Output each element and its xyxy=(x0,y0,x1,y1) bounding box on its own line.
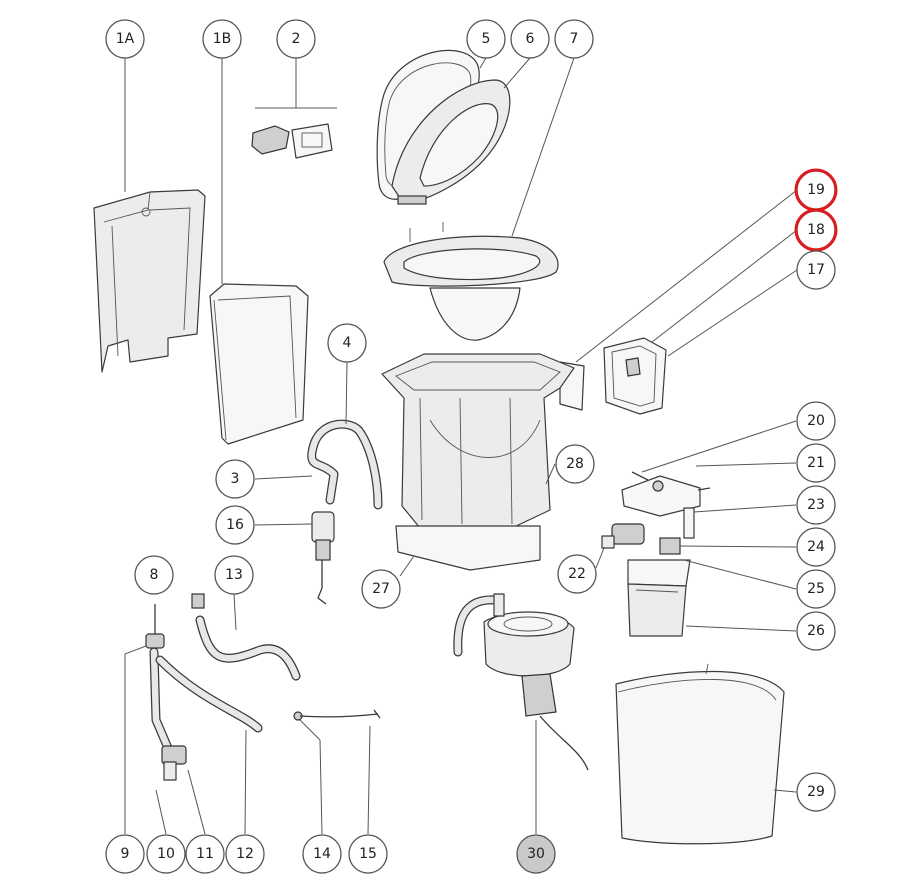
svg-text:30: 30 xyxy=(527,846,545,862)
callout-8: 8 xyxy=(134,555,174,595)
callout-24: 24 xyxy=(796,527,836,567)
part-2-bracket xyxy=(251,107,337,159)
callout-22: 22 xyxy=(557,554,597,594)
part-6-seat xyxy=(391,79,511,242)
callout-2: 2 xyxy=(276,19,316,59)
svg-text:9: 9 xyxy=(121,846,130,862)
svg-text:4: 4 xyxy=(343,335,352,351)
callout-15: 15 xyxy=(348,834,388,874)
callout-11: 11 xyxy=(185,834,225,874)
callout-5: 5 xyxy=(466,19,506,59)
svg-text:7: 7 xyxy=(570,31,579,47)
svg-text:6: 6 xyxy=(526,31,535,47)
part-17-19-control-panel xyxy=(559,337,667,415)
part-8-12-plumbing xyxy=(145,604,263,781)
svg-text:23: 23 xyxy=(807,497,825,513)
svg-text:15: 15 xyxy=(359,846,377,862)
svg-text:5: 5 xyxy=(482,31,491,47)
svg-text:3: 3 xyxy=(231,471,240,487)
callout-6: 6 xyxy=(510,19,550,59)
part-28-frame xyxy=(381,353,575,571)
svg-text:29: 29 xyxy=(807,784,825,800)
callout-30: 30 xyxy=(516,834,556,874)
part-4-hose xyxy=(307,419,383,510)
callout-13: 13 xyxy=(214,555,254,595)
svg-text:1A: 1A xyxy=(116,31,135,47)
svg-text:22: 22 xyxy=(568,566,586,582)
svg-text:20: 20 xyxy=(807,413,825,429)
part-14-15-strap xyxy=(293,709,381,721)
callout-4: 4 xyxy=(327,323,367,363)
svg-text:27: 27 xyxy=(372,581,390,597)
svg-text:18: 18 xyxy=(807,222,825,238)
part-20-26-pump-assembly xyxy=(601,471,711,637)
svg-text:12: 12 xyxy=(236,846,254,862)
svg-text:2: 2 xyxy=(292,31,301,47)
svg-text:17: 17 xyxy=(807,262,825,278)
svg-text:1B: 1B xyxy=(213,31,232,47)
callout-3: 3 xyxy=(215,459,255,499)
callout-1b: 1B xyxy=(202,19,242,59)
part-1a-back-panel xyxy=(93,189,206,373)
svg-text:16: 16 xyxy=(226,517,244,533)
svg-text:21: 21 xyxy=(807,455,825,471)
leader-lines xyxy=(124,57,798,835)
callout-9: 9 xyxy=(105,834,145,874)
callout-16: 16 xyxy=(215,505,255,545)
callout-27: 27 xyxy=(361,569,401,609)
svg-text:28: 28 xyxy=(566,456,584,472)
svg-text:8: 8 xyxy=(150,567,159,583)
part-16-valve xyxy=(311,511,335,605)
callout-29: 29 xyxy=(796,772,836,812)
callout-21: 21 xyxy=(796,443,836,483)
svg-text:24: 24 xyxy=(807,539,825,555)
callout-18: 18 xyxy=(794,208,838,252)
callout-14: 14 xyxy=(302,834,342,874)
callout-7: 7 xyxy=(554,19,594,59)
callout-25: 25 xyxy=(796,569,836,609)
svg-text:26: 26 xyxy=(807,623,825,639)
callout-12: 12 xyxy=(225,834,265,874)
callout-26: 26 xyxy=(796,611,836,651)
svg-text:25: 25 xyxy=(807,581,825,597)
callout-17: 17 xyxy=(796,250,836,290)
part-7-bowl xyxy=(383,235,559,341)
callout-20: 20 xyxy=(796,401,836,441)
svg-text:19: 19 xyxy=(807,182,825,198)
part-29-cover xyxy=(615,663,785,845)
callout-19: 19 xyxy=(794,168,838,212)
part-30-pump xyxy=(453,593,589,771)
callout-28: 28 xyxy=(555,444,595,484)
svg-text:13: 13 xyxy=(225,567,243,583)
part-1b-side-panel xyxy=(209,283,309,445)
part-13-hose xyxy=(191,593,301,681)
highlight-ring-18 xyxy=(794,208,838,252)
callout-23: 23 xyxy=(796,485,836,525)
svg-text:10: 10 xyxy=(157,846,175,862)
svg-text:14: 14 xyxy=(313,846,331,862)
callout-1a: 1A xyxy=(105,19,145,59)
svg-text:11: 11 xyxy=(196,846,214,862)
callout-10: 10 xyxy=(146,834,186,874)
